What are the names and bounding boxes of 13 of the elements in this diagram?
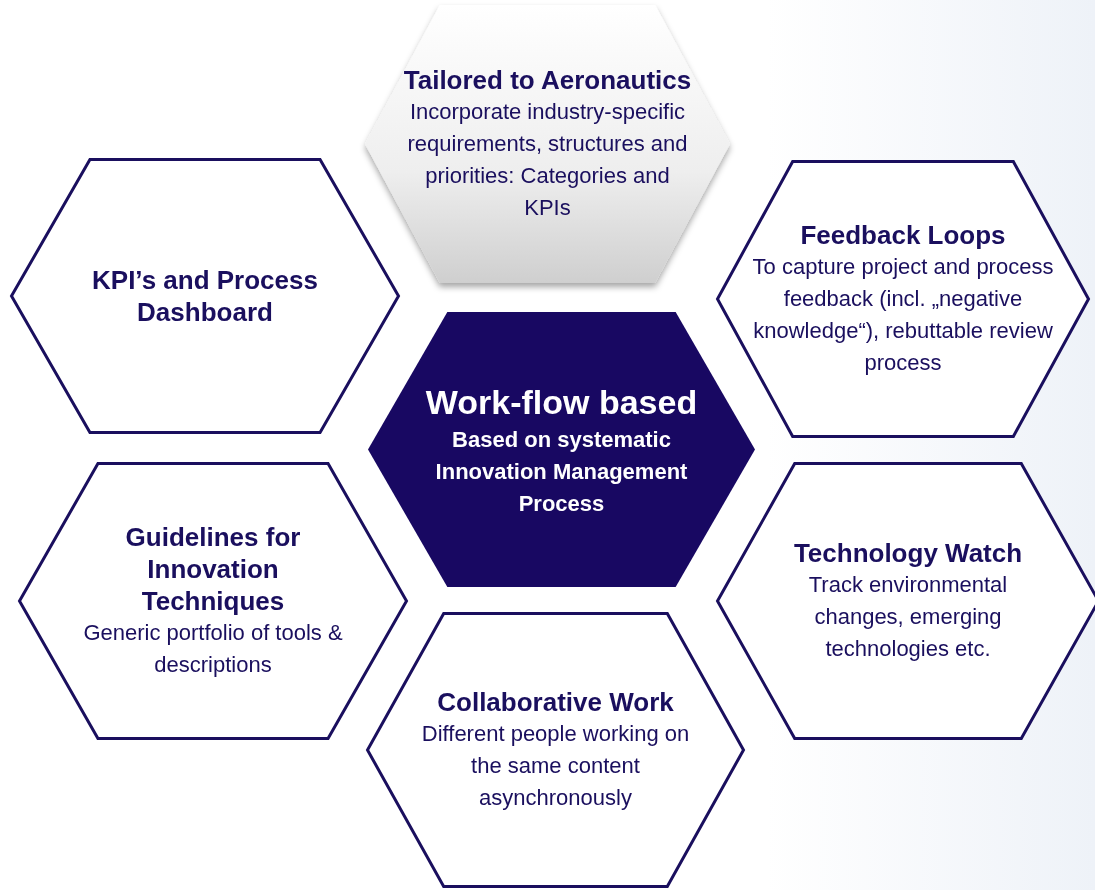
hexagon-description: Based on systematic Innovation Management Process	[434, 425, 689, 518]
hexagon-description: Track environmental changes, emerging technologies etc.	[807, 571, 1009, 663]
hexagon-description: Generic portfolio of tools & descriptions	[82, 619, 344, 679]
hexagon-heading: Collaborative Work	[437, 686, 674, 718]
hexagon-heading: Guidelines for Innovation Techniques	[124, 521, 302, 617]
hexagon-heading: KPI’s and Process Dashboard	[91, 264, 319, 328]
hexagon-description: Incorporate industry-specific requirements, structures and priorities: Categories and KPIs	[406, 98, 689, 222]
hexagon-heading: Tailored to Aeronautics	[403, 64, 692, 96]
hexagon-description: Different people working on the same content asynchronously	[420, 720, 691, 812]
hexagon-heading: Work-flow based	[425, 381, 698, 423]
hexagon-description: To capture project and process feedback (incl. „negative knowledge“), rebuttable review process	[751, 253, 1055, 377]
hexagon-heading: Technology Watch	[793, 537, 1023, 569]
hexagon-heading: Feedback Loops	[800, 219, 1006, 251]
